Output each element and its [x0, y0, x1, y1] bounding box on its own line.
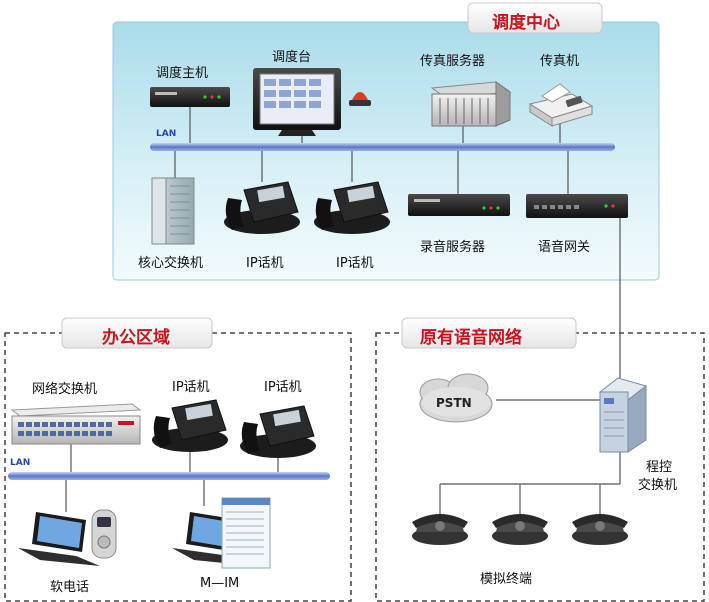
pstn-cloud-icon — [419, 373, 493, 423]
fax-server-device — [430, 81, 512, 127]
fax-server-label: 传真服务器 — [420, 54, 486, 69]
analog-terminal-label: 模拟终端 — [480, 572, 533, 587]
fax-machine-label: 传真机 — [540, 54, 580, 69]
office-area-title-tab — [61, 317, 213, 349]
softphone-device — [18, 509, 117, 566]
office-lan-label: LAN — [10, 458, 31, 468]
ip-phone-device — [240, 405, 316, 458]
softphone-label: 软电话 — [50, 580, 90, 595]
network-switch-label: 网络交换机 — [32, 382, 98, 397]
pbx-label-line1: 程控 — [646, 460, 673, 475]
ip-phone-label: IP话机 — [336, 256, 374, 271]
dispatch-lan-bar — [150, 143, 615, 151]
ip-phone-device — [314, 181, 390, 234]
pstn-label: PSTN — [436, 396, 472, 410]
voice-gateway-label: 语音网关 — [538, 240, 591, 255]
dispatch-host-device — [150, 87, 230, 107]
m-im-device — [172, 497, 271, 569]
legacy-voice-title-tab — [401, 317, 577, 349]
pbx-label-line2: 交换机 — [638, 478, 678, 493]
pbx-device — [598, 377, 648, 453]
ip-phone-label: IP话机 — [246, 256, 284, 271]
legacy-voice-network-title: 原有语音网络 — [420, 328, 522, 348]
ip-phone-label: IP话机 — [264, 380, 302, 395]
analog-phone-device — [412, 514, 468, 545]
office-area-title: 办公区域 — [102, 328, 170, 348]
connection-lines — [65, 107, 621, 516]
analog-phone-device — [492, 514, 548, 545]
dispatch-console-label: 调度台 — [272, 50, 312, 65]
dispatch-center-title-tab — [467, 2, 603, 34]
m-im-label: M—IM — [200, 576, 240, 591]
recording-server-device — [408, 194, 510, 216]
dispatch-lan-label: LAN — [156, 129, 177, 139]
alarm-light-icon — [352, 92, 368, 100]
analog-phone-device — [572, 514, 628, 545]
voice-gateway-device — [526, 194, 628, 218]
recording-server-label: 录音服务器 — [420, 240, 486, 255]
core-switch-device — [151, 177, 195, 245]
network-switch-device — [10, 403, 142, 445]
dispatch-console-device — [253, 68, 371, 136]
dispatch-host-label: 调度主机 — [156, 66, 209, 81]
core-switch-label: 核心交换机 — [138, 256, 204, 271]
office-lan-bar — [8, 472, 330, 480]
ip-phone-device — [152, 399, 228, 452]
ip-phone-label: IP话机 — [172, 380, 210, 395]
ip-phone-device — [224, 181, 300, 234]
fax-machine-device — [528, 83, 594, 127]
dispatch-center-title: 调度中心 — [492, 13, 560, 33]
